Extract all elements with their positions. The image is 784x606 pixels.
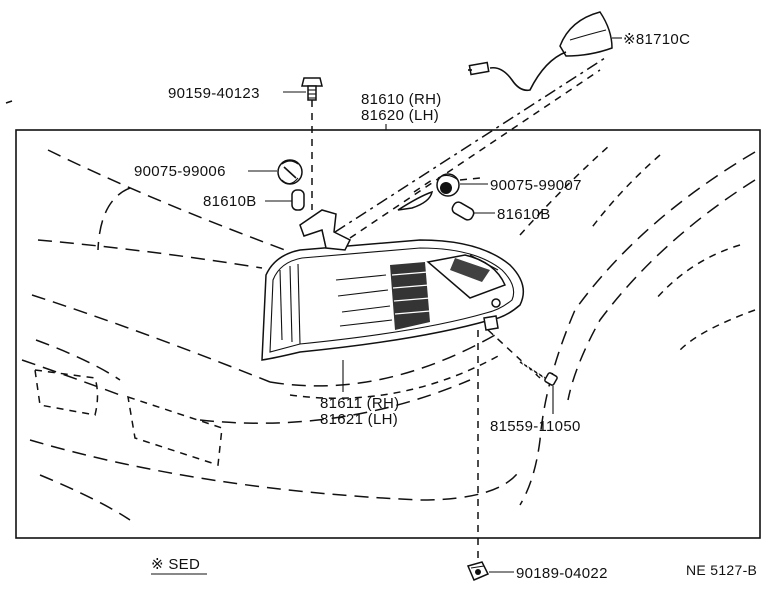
stray-mark	[5, 100, 13, 104]
label-lens-lh: 81621 (LH)	[320, 411, 398, 428]
label-lens-rh: 81611 (RH)	[320, 395, 399, 412]
frame-box	[15, 129, 761, 539]
label-bulb-left: 81610B	[203, 193, 257, 210]
label-clip-bottom: 90189-04022	[516, 565, 608, 582]
label-bulb-right: 81610B	[497, 206, 551, 223]
car-body-outline	[21, 57, 756, 521]
label-ref-code: NE 5127-B	[686, 562, 757, 578]
bulb-left-icon	[291, 189, 305, 211]
antenna-sensor-icon	[468, 11, 613, 92]
label-screw: 81559-11050	[490, 418, 581, 435]
clip-icon	[466, 561, 490, 581]
corner-lamp-assembly	[261, 209, 525, 361]
leader-lines	[248, 37, 622, 573]
socket-right-icon	[436, 173, 460, 197]
reflector-piece	[397, 190, 433, 211]
label-socket-left: 90075-99006	[134, 163, 226, 180]
bolt-icon	[301, 77, 323, 101]
label-antenna: ※81710C	[623, 31, 690, 48]
label-footnote: ※ SED	[151, 556, 200, 573]
screw-icon	[519, 359, 558, 386]
label-lamp-assy-rh: 81610 (RH)	[361, 91, 442, 108]
screw-guide-line	[487, 329, 541, 379]
label-bolt-top: 90159-40123	[168, 85, 260, 102]
label-lamp-assy-lh: 81620 (LH)	[361, 107, 439, 124]
bulb-right-icon	[451, 201, 475, 221]
socket-left-icon	[277, 159, 303, 185]
label-socket-right: 90075-99007	[490, 177, 582, 194]
